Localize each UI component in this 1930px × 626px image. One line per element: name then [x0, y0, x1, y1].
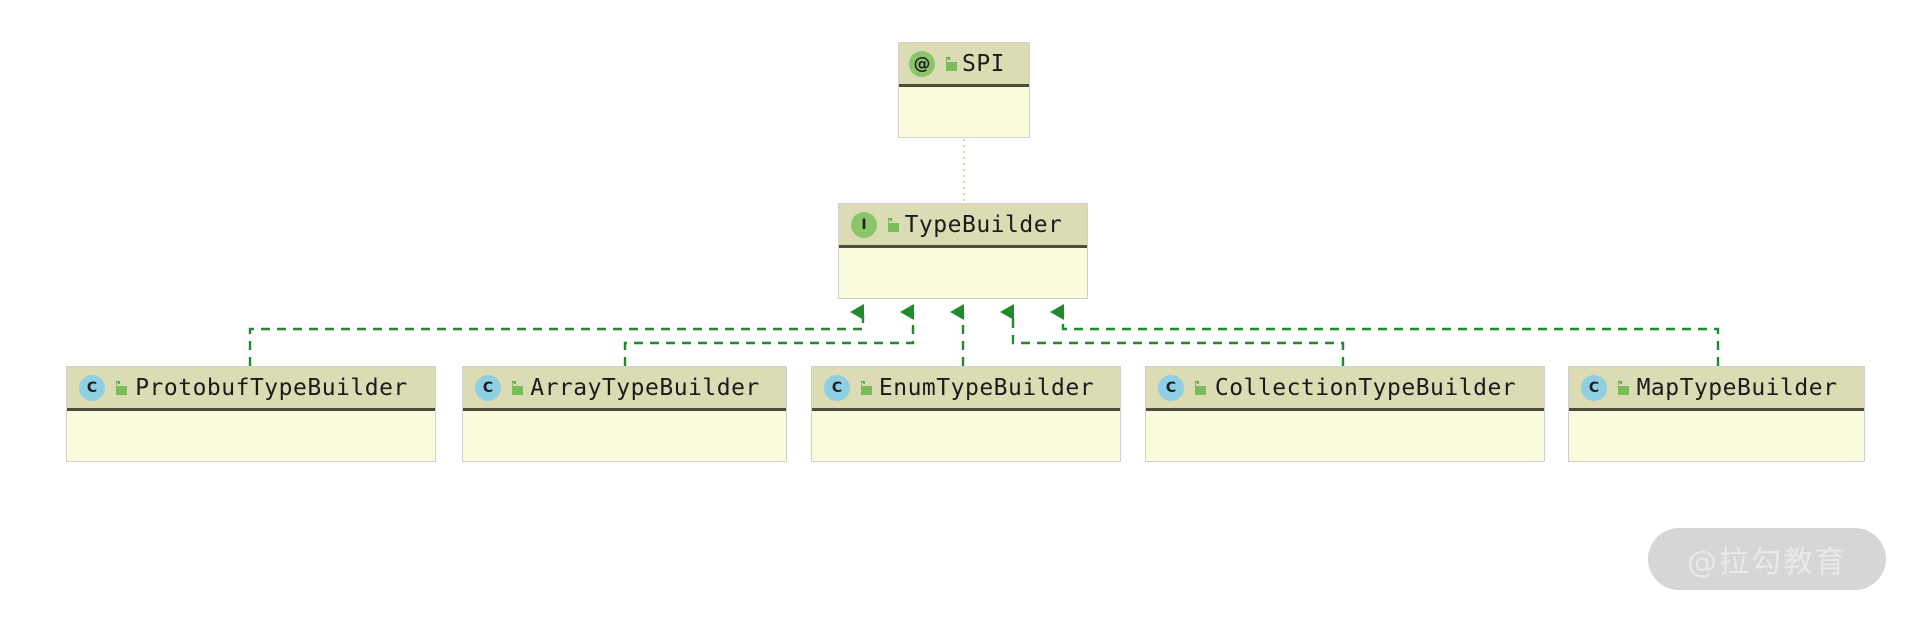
open-padlock-icon [508, 380, 524, 396]
node-enumtypebuilder[interactable]: C EnumTypeBuilder [811, 366, 1121, 462]
node-spi[interactable]: @ SPI [898, 42, 1030, 138]
node-maptypebuilder-title: MapTypeBuilder [1636, 374, 1838, 401]
edge-collectiontypebuilder-to-typebuilder [1000, 304, 1345, 366]
annotation-stereotype-icon: @ [909, 50, 935, 77]
node-spi-header: @ SPI [899, 43, 1029, 87]
open-padlock-icon [1614, 380, 1630, 396]
watermark: @拉勾教育 [1648, 528, 1886, 590]
node-protobuftypebuilder-header: C ProtobufTypeBuilder [67, 367, 435, 411]
open-padlock-icon [112, 380, 128, 396]
node-enumtypebuilder-header: C EnumTypeBuilder [812, 367, 1120, 411]
node-protobuftypebuilder[interactable]: C ProtobufTypeBuilder [66, 366, 436, 462]
node-spi-title: SPI [961, 50, 1006, 77]
node-spi-members [899, 87, 1029, 136]
node-arraytypebuilder[interactable]: C ArrayTypeBuilder [462, 366, 787, 462]
watermark-text: @拉勾教育 [1687, 545, 1847, 580]
edge-arraytypebuilder-to-typebuilder [623, 304, 915, 366]
node-collectiontypebuilder[interactable]: C CollectionTypeBuilder [1145, 366, 1545, 462]
node-arraytypebuilder-title: ArrayTypeBuilder [530, 374, 760, 401]
class-stereotype-icon: C [1581, 374, 1607, 401]
node-enumtypebuilder-title: EnumTypeBuilder [878, 374, 1095, 401]
node-collectiontypebuilder-header: C CollectionTypeBuilder [1146, 367, 1544, 411]
node-enumtypebuilder-members [812, 411, 1120, 460]
class-stereotype-icon: C [79, 374, 105, 401]
node-typebuilder-members [839, 248, 1087, 297]
open-padlock-icon [942, 56, 958, 72]
edge-protobuftypebuilder-to-typebuilder [248, 304, 865, 366]
edge-maptypebuilder-to-typebuilder [1050, 304, 1720, 366]
node-protobuftypebuilder-title: ProtobufTypeBuilder [135, 374, 408, 401]
node-typebuilder-title: TypeBuilder [904, 211, 1063, 238]
class-stereotype-icon: C [475, 374, 501, 401]
node-arraytypebuilder-members [463, 411, 786, 460]
class-stereotype-icon: C [824, 374, 850, 401]
node-maptypebuilder-header: C MapTypeBuilder [1569, 367, 1864, 411]
open-padlock-icon [857, 380, 873, 396]
open-padlock-icon [884, 217, 900, 233]
node-maptypebuilder[interactable]: C MapTypeBuilder [1568, 366, 1865, 462]
node-typebuilder[interactable]: I TypeBuilder [838, 203, 1088, 299]
open-padlock-icon [1191, 380, 1207, 396]
node-protobuftypebuilder-members [67, 411, 435, 460]
node-typebuilder-header: I TypeBuilder [839, 204, 1087, 248]
class-stereotype-icon: C [1158, 374, 1184, 401]
node-maptypebuilder-members [1569, 411, 1864, 460]
interface-stereotype-icon: I [851, 211, 877, 238]
node-collectiontypebuilder-members [1146, 411, 1544, 460]
node-arraytypebuilder-header: C ArrayTypeBuilder [463, 367, 786, 411]
node-collectiontypebuilder-title: CollectionTypeBuilder [1214, 374, 1517, 401]
